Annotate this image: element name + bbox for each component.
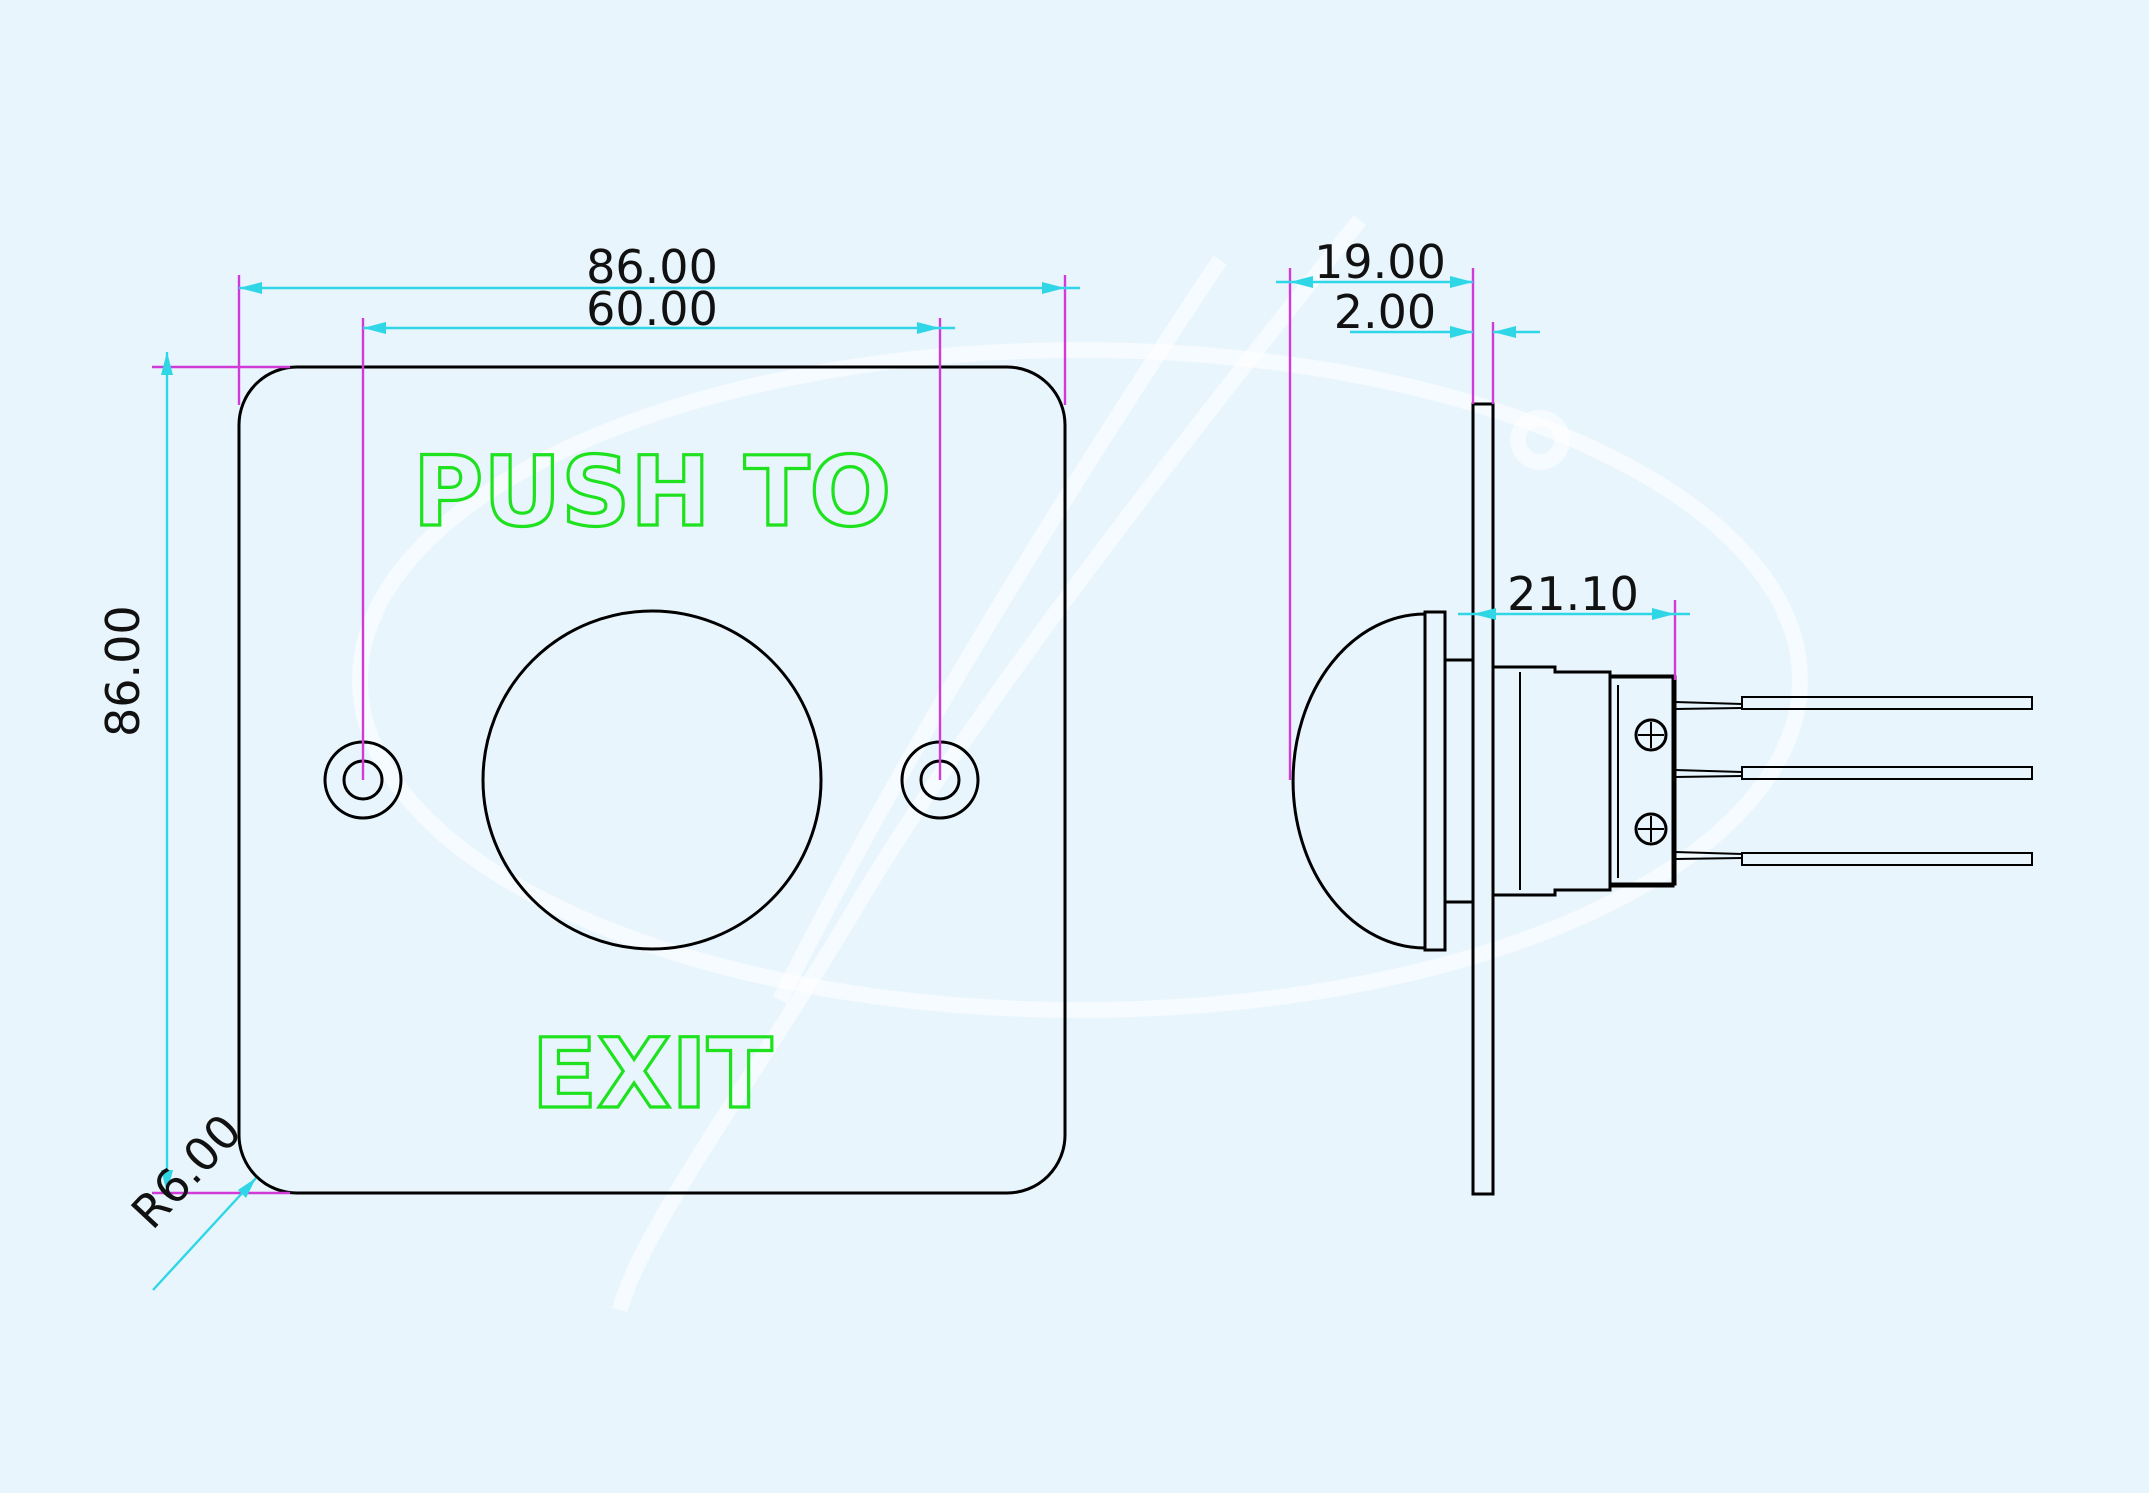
screw-icon-bottom [1634,812,1668,846]
svg-text:R6.00: R6.00 [121,1104,252,1239]
dim-plate-thickness: 2.00 [1334,285,1540,339]
svg-text:60.00: 60.00 [586,282,718,336]
label-push-to: PUSH TO [413,436,891,548]
side-view: 19.00 2.00 21.10 [1276,235,2033,1196]
side-terminal-block [1608,675,1677,886]
svg-text:2.00: 2.00 [1334,285,1436,339]
watermark [352,215,1808,1313]
svg-text:86.00: 86.00 [586,240,718,294]
side-housing [1493,665,1675,897]
dim-side-depth: 19.00 [1276,235,1473,289]
label-exit: EXIT [532,1018,773,1130]
dim-corner-radius: R6.00 [121,1104,257,1291]
dim-overall-height: 86.00 [96,352,173,1193]
dim-hole-spacing: 60.00 [363,282,955,336]
front-extension-lines [152,275,1067,1195]
svg-text:86.00: 86.00 [96,605,150,737]
side-dome [1291,612,1427,950]
svg-text:19.00: 19.00 [1314,235,1446,289]
dim-rear-depth: 21.10 [1458,567,1690,621]
push-button-circle [481,609,823,951]
side-plate [1471,402,1495,1196]
screw-icon-top [1634,718,1668,752]
side-bezel-ring [1443,658,1475,904]
front-view: PUSH TO EXIT 86.00 60.00 [96,240,1080,1291]
terminal-pins [1674,696,2033,866]
svg-text:21.10: 21.10 [1507,567,1639,621]
side-bezel [1423,610,1447,952]
faceplate-outline [237,365,1067,1195]
dim-overall-width: 86.00 [239,240,1080,294]
